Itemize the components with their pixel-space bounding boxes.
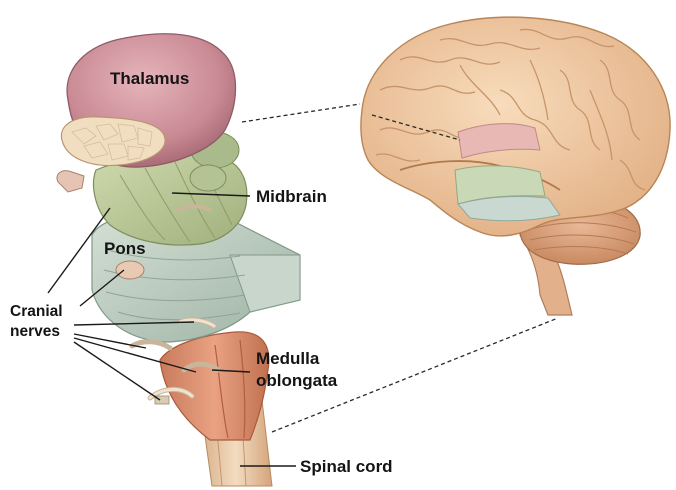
label-medulla-2: oblongata (256, 371, 338, 390)
label-pons: Pons (104, 239, 146, 258)
label-medulla-1: Medulla (256, 349, 320, 368)
label-cranial-nerves-1: Cranial (10, 303, 63, 320)
label-midbrain: Midbrain (256, 187, 327, 206)
cerebral-cortex (361, 17, 670, 236)
label-thalamus: Thalamus (110, 69, 189, 88)
whole-brain (361, 17, 670, 315)
connector-top (242, 104, 360, 122)
label-cranial-nerves-2: nerves (10, 323, 60, 340)
label-spinal-cord: Spinal cord (300, 457, 393, 476)
medulla-oblongata (160, 332, 269, 440)
